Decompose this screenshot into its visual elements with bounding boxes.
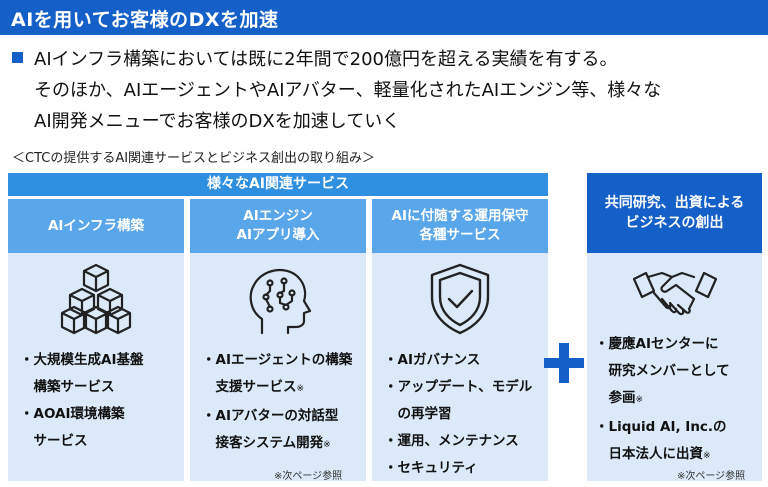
shield-check-icon xyxy=(372,261,548,337)
list-item: サービス xyxy=(20,433,88,449)
list-item-text: 接客システム開発 xyxy=(202,435,324,451)
intro-text: AIインフラ構築においては既に2年間で200億円を超える実績を有する。 そのほか… xyxy=(34,44,764,137)
list-item: ・AIアバターの対話型 xyxy=(202,408,339,424)
title-bar: AIを用いてお客様のDXを加速 xyxy=(0,0,768,35)
list-item: 参画※ xyxy=(595,385,760,414)
column-header: AIに付随する運用保守 各種サービス xyxy=(372,199,548,253)
column-ai-operations: AIに付随する運用保守 各種サービス ・AIガバナンス ・アップデート、モデル … xyxy=(372,199,548,481)
list-item: ・Liquid AI, Inc.の xyxy=(595,419,727,435)
footnote-mark: ※ xyxy=(323,440,331,450)
list-item: ・運用、メンテナンス xyxy=(384,433,519,449)
list-item: 支援サービス※ xyxy=(202,374,364,403)
list-item: ・AIガバナンス xyxy=(384,352,481,368)
list-item: ・大規模生成AI基盤 xyxy=(20,352,144,368)
intro-line: AIインフラ構築においては既に2年間で200億円を超える実績を有する。 xyxy=(34,49,618,70)
intro-line: AI開発メニューでお客様のDXを加速していく xyxy=(34,111,401,132)
panel-header-text: 共同研究、出資による xyxy=(604,195,745,211)
list-item: 接客システム開発※ xyxy=(202,430,364,459)
footnote: ※次ページ参照 xyxy=(677,471,746,482)
column-header: AIエンジン AIアプリ導入 xyxy=(190,199,366,253)
column-ai-infra: AIインフラ構築 ・大規模生成AI基盤 構築サービス ・AOAI環境構築 サービ… xyxy=(8,199,184,481)
footnote: ※次ページ参照 xyxy=(274,471,343,482)
list-item: 研究メンバーとして xyxy=(595,363,730,379)
list-item-text: 参画 xyxy=(595,390,636,406)
cubes-icon xyxy=(8,261,184,337)
panel-header-text: ビジネスの創出 xyxy=(625,215,724,231)
list-item-text: 日本法人に出資 xyxy=(595,446,703,462)
handshake-icon xyxy=(587,265,762,321)
footnote-mark: ※ xyxy=(296,384,305,394)
list-item: 構築サービス xyxy=(20,379,115,395)
section-subtitle: ＜CTCの提供するAI関連サービスとビジネス創出の取り組み＞ xyxy=(12,151,376,166)
column-header-text: AIに付随する運用保守 xyxy=(391,208,529,224)
column-header-text: AIアプリ導入 xyxy=(236,227,320,243)
column-header: AIインフラ構築 xyxy=(8,199,184,253)
panel-header: 共同研究、出資による ビジネスの創出 xyxy=(587,173,762,253)
list-item: 日本法人に出資※ xyxy=(595,441,760,470)
column-item-list: ・大規模生成AI基盤 構築サービス ・AOAI環境構築 サービス xyxy=(20,347,182,455)
list-item: の再学習 xyxy=(384,406,452,422)
plus-icon xyxy=(544,343,584,383)
column-header-text: AIインフラ構築 xyxy=(47,217,145,234)
panel-item-list: ・慶應AIセンターに 研究メンバーとして 参画※ ・Liquid AI, Inc… xyxy=(595,331,760,470)
group-header: 様々なAI関連サービス xyxy=(8,173,548,196)
list-item: ・セキュリティ xyxy=(384,460,478,476)
list-item-text: 支援サービス xyxy=(202,379,297,395)
joint-research-panel: 共同研究、出資による ビジネスの創出 ・慶應AIセンターに 研究メンバーとして … xyxy=(587,173,762,482)
footnote-mark: ※ xyxy=(635,395,644,405)
column-item-list: ・AIガバナンス ・アップデート、モデル の再学習 ・運用、メンテナンス ・セキ… xyxy=(384,347,546,482)
column-ai-engine: AIエンジン AIアプリ導入 ・AIエージェントの構築 支援サービス※ ・AIア… xyxy=(190,199,366,482)
list-item: ・慶應AIセンターに xyxy=(595,336,719,352)
footnote-mark: ※ xyxy=(703,451,711,461)
column-header-text: 各種サービス xyxy=(419,227,501,243)
list-item: ・AOAI環境構築 xyxy=(20,406,125,422)
column-item-list: ・AIエージェントの構築 支援サービス※ ・AIアバターの対話型 接客システム開… xyxy=(202,347,364,459)
column-header-text: AIエンジン xyxy=(243,208,313,224)
list-item: ・アップデート、モデル xyxy=(384,379,533,395)
brain-head-icon xyxy=(190,261,366,337)
page-title: AIを用いてお客様のDXを加速 xyxy=(11,9,279,31)
intro-line: そのほか、AIエージェントやAIアバター、軽量化されたAIエンジン等、様々な xyxy=(34,80,662,101)
bullet-square xyxy=(12,52,23,63)
list-item: ・AIエージェントの構築 xyxy=(202,352,353,368)
